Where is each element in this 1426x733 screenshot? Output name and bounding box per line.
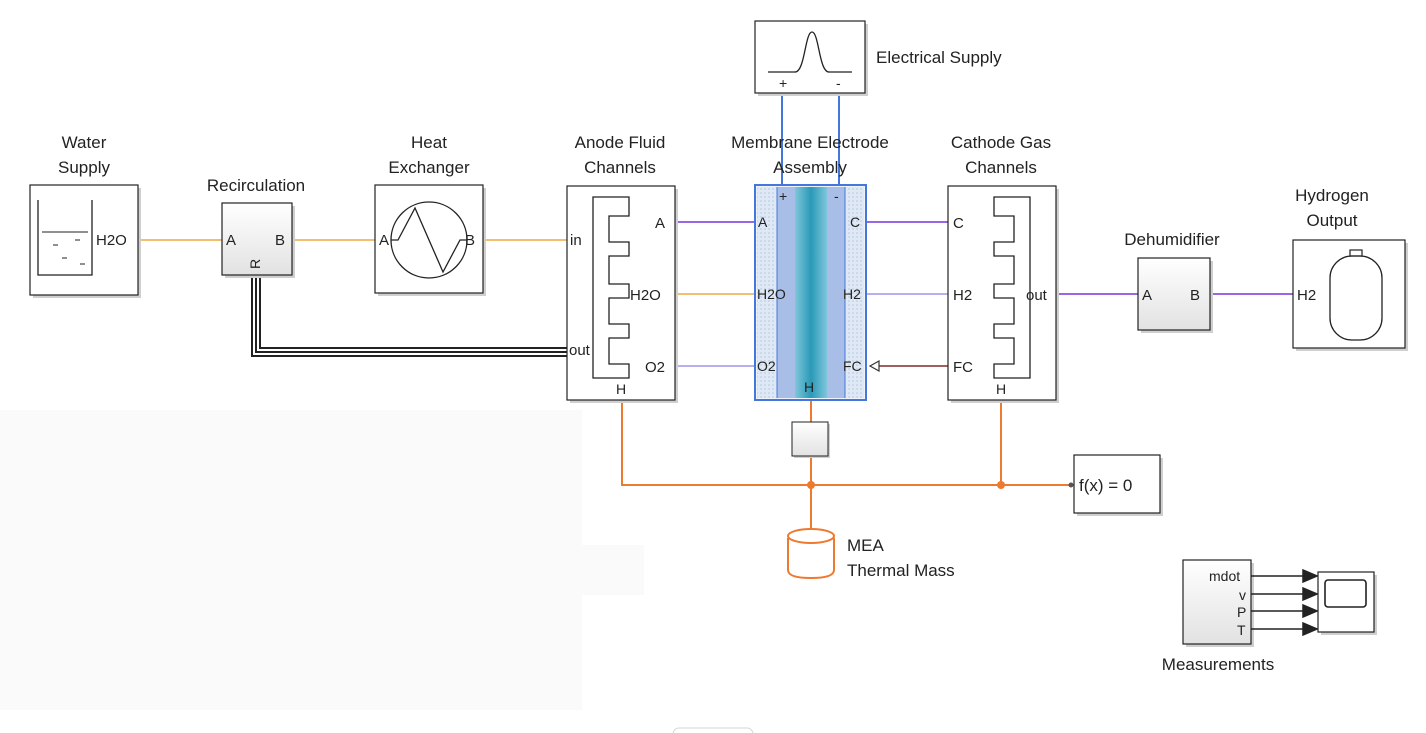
bottom-scroll-handle[interactable]	[672, 727, 754, 733]
line-recirc-shaft-2	[259, 275, 567, 349]
heat-exchanger-label-2: Exchanger	[388, 158, 470, 177]
recirc-a-port: A	[226, 232, 236, 249]
mea-o2-port: O2	[757, 358, 776, 374]
mea-block[interactable]: A H2O O2 C H2 FC H + -	[754, 184, 867, 401]
scope-block[interactable]	[1317, 571, 1377, 635]
tank-icon	[37, 200, 93, 276]
background-panel	[0, 410, 582, 710]
anode-label-2: Channels	[584, 158, 656, 177]
cathode-h2-port: H2	[953, 287, 972, 304]
recirculation-label: Recirculation	[207, 176, 305, 195]
recirc-b-port: B	[275, 232, 285, 249]
meas-p-port: P	[1237, 604, 1246, 620]
anode-h2o-port: H2O	[630, 287, 661, 304]
solver-configuration-block[interactable]: f(x) = 0	[1068, 454, 1164, 516]
mea-h-port: H	[804, 379, 814, 395]
electrical-supply-block[interactable]: + -	[754, 20, 868, 96]
dehum-a-port: A	[1142, 287, 1152, 304]
mea-a-port: A	[758, 214, 768, 230]
thermal-mass-label-1: MEA	[847, 536, 885, 555]
mea-h2-port: H2	[843, 286, 861, 302]
anode-label-1: Anode Fluid	[575, 133, 666, 152]
mea-label-2: Assembly	[773, 158, 847, 177]
hx-a-port: A	[379, 232, 389, 249]
cathode-out-port: out	[1026, 287, 1048, 304]
hydrogen-output-block[interactable]: H2	[1292, 239, 1408, 351]
anode-out-port: out	[569, 342, 591, 359]
cathode-fc-port: FC	[953, 359, 973, 376]
water-h2o-port: H2O	[96, 232, 127, 249]
thermal-junction	[997, 481, 1005, 489]
water-supply-label-1: Water	[62, 133, 107, 152]
fc-signal-arrow	[868, 359, 880, 373]
anode-in-port: in	[570, 232, 582, 249]
anode-channels-block[interactable]: A H2O O2 in out H	[566, 185, 678, 403]
heat-exchanger-block[interactable]: A B	[374, 184, 486, 296]
measurement-signals	[1251, 568, 1319, 637]
serpentine-icon	[993, 196, 1031, 379]
water-supply-label-2: Supply	[58, 158, 110, 177]
meas-t-port: T	[1237, 622, 1246, 638]
h2out-h2-port: H2	[1297, 287, 1316, 304]
thermal-mass-block[interactable]	[787, 528, 835, 580]
measurements-block[interactable]: mdot v P T	[1182, 559, 1254, 647]
dehumidifier-block[interactable]: A B	[1137, 257, 1213, 333]
recirculation-block[interactable]: A B R	[221, 202, 295, 278]
cathode-label-1: Cathode Gas	[951, 133, 1051, 152]
cylinder-icon	[787, 538, 835, 580]
mea-label-1: Membrane Electrode	[731, 133, 889, 152]
thermal-sensor-block[interactable]	[791, 421, 830, 458]
cathode-c-port: C	[953, 215, 964, 232]
cathode-h-port: H	[996, 381, 1006, 397]
electrical-supply-label: Electrical Supply	[876, 48, 1002, 67]
dehumidifier-label: Dehumidifier	[1124, 230, 1220, 249]
thermal-mass-label-2: Thermal Mass	[847, 561, 955, 580]
mea-h2o-port: H2O	[757, 286, 786, 302]
meas-mdot-port: mdot	[1209, 568, 1240, 584]
water-supply-block[interactable]: H2O	[29, 184, 141, 298]
background-panel	[582, 545, 644, 595]
hydrogen-output-label-1: Hydrogen	[1295, 186, 1369, 205]
dehum-b-port: B	[1190, 287, 1200, 304]
anode-o2-port: O2	[645, 359, 665, 376]
supply-plus-port: +	[779, 75, 787, 91]
anode-a-port: A	[655, 215, 665, 232]
line-recirc-shaft[interactable]	[255, 275, 567, 353]
hydrogen-output-label-2: Output	[1306, 211, 1357, 230]
mea-plus-port: +	[779, 188, 787, 204]
hx-b-port: B	[465, 232, 475, 249]
supply-minus-port: -	[836, 75, 841, 91]
scope-screen-icon	[1324, 579, 1367, 608]
serpentine-icon	[592, 196, 630, 379]
meas-v-port: v	[1239, 587, 1246, 603]
cathode-label-2: Channels	[965, 158, 1037, 177]
line-thermal-network[interactable]	[621, 400, 1070, 486]
thermal-junction	[807, 481, 815, 489]
cathode-channels-block[interactable]: C H2 FC out H	[947, 185, 1059, 403]
measurements-label: Measurements	[1162, 655, 1274, 674]
anode-h-port: H	[616, 381, 626, 397]
recirc-r-port: R	[247, 259, 263, 269]
connection-lines	[138, 93, 1293, 530]
mea-fc-port: FC	[843, 358, 862, 374]
solver-label: f(x) = 0	[1079, 476, 1132, 495]
heat-exchanger-label-1: Heat	[411, 133, 447, 152]
mea-minus-port: -	[834, 188, 839, 204]
line-recirc-shaft-3	[251, 275, 567, 357]
mea-c-port: C	[850, 214, 860, 230]
